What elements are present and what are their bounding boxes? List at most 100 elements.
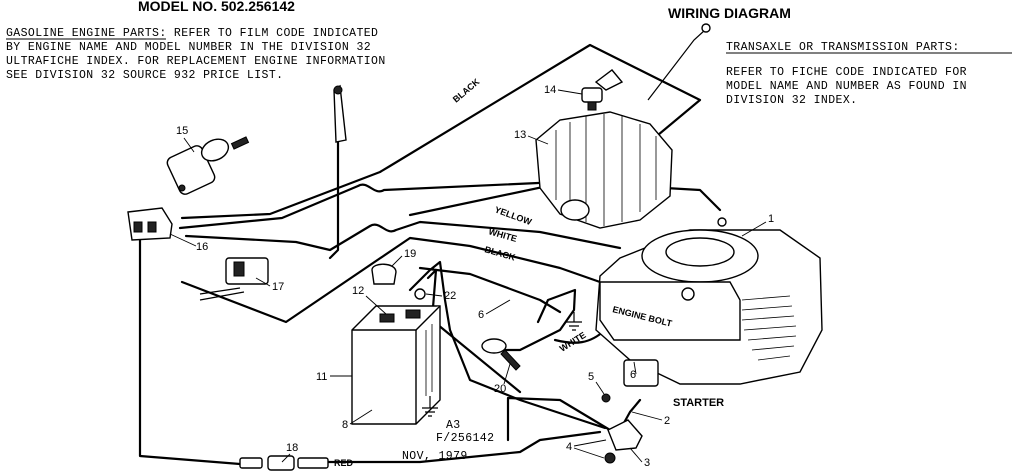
ignition-switch-15 — [166, 136, 250, 195]
callout-17: 17 — [272, 281, 284, 293]
leader-15 — [183, 137, 195, 153]
code-line-fiche: F/256142 — [436, 432, 494, 445]
ignition-key-wand — [333, 84, 347, 143]
ground-icon — [422, 396, 438, 417]
interlock-switch-upper — [594, 69, 624, 91]
starter-cable-loop — [506, 396, 622, 442]
terminal-boot-19 — [371, 263, 397, 285]
connector-18-boot — [297, 457, 329, 469]
safety-switch-body — [581, 87, 603, 103]
leader-17 — [255, 277, 271, 287]
callout-19: 19 — [404, 248, 416, 260]
leader-16 — [169, 233, 197, 247]
starter-terminal-5 — [601, 393, 611, 403]
callout-6b: 6 — [630, 369, 636, 381]
ignition-lead — [138, 230, 242, 466]
callout-15: 15 — [176, 125, 188, 137]
callout-12: 12 — [352, 285, 364, 297]
engine-note-line-3: ULTRAFICHE INDEX. FOR REPLACEMENT ENGINE… — [6, 55, 386, 68]
leader-4b — [573, 447, 605, 459]
engine-note-line-2: BY ENGINE NAME AND MODEL NUMBER IN THE D… — [6, 41, 371, 54]
leader-20 — [503, 363, 511, 385]
leader-2 — [631, 411, 663, 421]
transaxle-note-line-2: MODEL NAME AND NUMBER AS FOUND IN — [726, 80, 967, 93]
callout-14: 14 — [544, 84, 556, 96]
solenoid-4 — [604, 419, 643, 464]
date-label: NOV, 1979 — [402, 450, 468, 463]
key-wand — [333, 84, 347, 143]
switch-17 — [199, 257, 269, 301]
transaxle-fins — [555, 114, 657, 226]
cooling-fins — [741, 295, 797, 361]
engine-cap-nut — [717, 217, 727, 227]
black-wire-mid — [418, 266, 562, 314]
leader-18 — [281, 453, 291, 463]
callout-6a: 6 — [478, 309, 484, 321]
leader-8 — [349, 409, 373, 425]
nut-22 — [414, 288, 426, 300]
callout-20: 20 — [494, 383, 506, 395]
callout-16: 16 — [196, 241, 208, 253]
callout-2: 2 — [664, 415, 670, 427]
harness-plug-16 — [127, 207, 173, 241]
key-lead — [328, 138, 340, 260]
leader-3 — [629, 447, 643, 463]
shift-knob — [701, 23, 711, 33]
transaxle-parts-note: TRANSAXLE OR TRANSMISSION PARTS: REFER T… — [726, 41, 1012, 107]
black-wire-loop — [178, 180, 722, 230]
connector-18-male — [239, 457, 263, 469]
key-wand-tip — [333, 85, 343, 95]
leader-22 — [425, 293, 443, 297]
axle-flange — [560, 199, 590, 221]
ignition-key-icon — [230, 136, 250, 150]
ground-symbol-battery — [422, 396, 438, 417]
safety-switch-terminal — [587, 101, 597, 111]
yellow-wire — [184, 220, 622, 252]
engine-note-line-4: SEE DIVISION 32 SOURCE 932 PRICE LIST. — [6, 69, 283, 82]
wire-label-black-mid: BLACK — [483, 244, 517, 262]
starter-label: STARTER — [673, 397, 724, 409]
callout-1: 1 — [768, 213, 774, 225]
engine-parts-note: GASOLINE ENGINE PARTS: REFER TO FILM COD… — [6, 27, 386, 82]
switch-17-leads — [199, 287, 245, 301]
ignition-switch-face — [200, 138, 230, 162]
bolt-20-shank — [500, 349, 521, 371]
transaxle-note-line-1: REFER TO FICHE CODE INDICATED FOR — [726, 66, 967, 79]
leader-19 — [391, 255, 403, 267]
callout-4: 4 — [566, 441, 572, 453]
callout-13: 13 — [514, 129, 526, 141]
wire-label-black-top: BLACK — [451, 76, 482, 104]
code-line-a3: A3 — [446, 419, 461, 432]
switch-17-tab — [233, 261, 245, 277]
battery-terminal-negative — [379, 313, 395, 323]
plug-pin-2 — [147, 221, 157, 233]
leader-4a — [573, 439, 607, 447]
callout-3: 3 — [644, 457, 650, 469]
ground-symbol-engine — [566, 312, 582, 331]
transaxle-note-line-3: DIVISION 32 INDEX. — [726, 94, 857, 107]
engine-1: ENGINE BOLT — [595, 217, 823, 387]
transaxle-unit — [535, 23, 711, 229]
callout-18: 18 — [286, 442, 298, 454]
shift-lever — [647, 29, 706, 101]
leader-6b — [633, 361, 637, 375]
blower-housing — [599, 281, 741, 341]
leader-14 — [557, 89, 583, 95]
engine-note-line-1: GASOLINE ENGINE PARTS: REFER TO FILM COD… — [6, 27, 378, 40]
callout-5: 5 — [588, 371, 594, 383]
engine-ground-icon — [566, 312, 582, 331]
battery-terminal-positive — [405, 309, 421, 319]
transaxle-note-heading: TRANSAXLE OR TRANSMISSION PARTS: — [726, 41, 960, 54]
plug-pin-1 — [133, 221, 143, 233]
model-title: MODEL NO. 502.256142 — [138, 0, 295, 14]
callout-22: 22 — [444, 290, 456, 302]
bolt-20-washer — [481, 338, 507, 354]
wire-label-red: RED — [334, 458, 354, 468]
leader-6a — [485, 299, 511, 315]
solenoid-mount-nut — [604, 452, 616, 464]
leader-1 — [741, 221, 767, 237]
switch-17-body — [225, 257, 269, 285]
solenoid-body — [607, 419, 643, 451]
diagram-title: WIRING DIAGRAM — [668, 5, 791, 21]
